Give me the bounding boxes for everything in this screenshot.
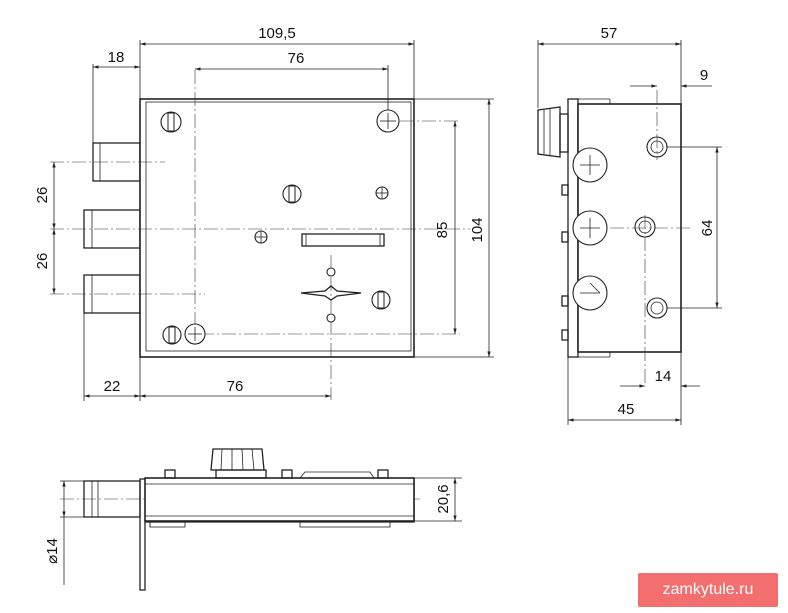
- small-hole-left: [254, 230, 268, 244]
- thumb-knob-side: [537, 106, 561, 158]
- bolt-end-top: [572, 147, 608, 183]
- dim-bolt-pitch-upper: 26: [34, 187, 51, 204]
- dim-front-height-inner: 85: [434, 222, 451, 239]
- mount-hole-top-right: [376, 109, 400, 133]
- side-hole-bottom: [646, 297, 668, 319]
- dim-front-width: 109,5: [258, 25, 296, 42]
- dim-side-offset-bottom: 14: [655, 368, 672, 385]
- dim-bottom-height: 20,6: [435, 484, 452, 513]
- front-view: 109,5 76 18 26 26 85 104 22 76: [34, 25, 494, 401]
- dim-front-height: 104: [469, 217, 486, 242]
- side-view: 57 9 64 14 45: [537, 25, 722, 425]
- small-hole-key-top: [326, 267, 336, 277]
- thumb-knob-bottom: [210, 448, 267, 479]
- dim-side-offset-top: 9: [700, 67, 708, 84]
- bolt-end-middle: [572, 210, 608, 246]
- latch-slot: [301, 233, 385, 247]
- bottom-view: 20,6 ⌀14: [44, 448, 462, 591]
- screw-hole-right: [371, 290, 391, 310]
- dim-bolt-diameter-value: 14: [44, 538, 61, 555]
- dim-bolt-projection: 18: [108, 49, 125, 66]
- keyhole: [300, 285, 362, 301]
- mount-hole-bottom-left: [184, 323, 206, 345]
- bolt-end-bottom: [572, 275, 608, 311]
- lock-case-bottom: [144, 477, 415, 522]
- dim-side-body-depth: 45: [618, 401, 635, 418]
- dim-side-hole-spacing: 64: [699, 220, 716, 237]
- dim-top-hole-spacing: 76: [288, 50, 305, 67]
- screw-hole-top-left: [160, 111, 182, 133]
- diameter-symbol: ⌀: [44, 555, 61, 564]
- dim-bolt-diameter: ⌀14: [44, 538, 61, 564]
- dim-bottom-hole-spacing: 76: [227, 378, 244, 395]
- site-watermark: zamkytule.ru: [638, 573, 778, 607]
- dim-bolt-pitch-lower: 26: [34, 253, 51, 270]
- small-hole-right: [375, 186, 389, 200]
- screw-hole-bottom-left: [162, 325, 182, 345]
- lock-case-front: [139, 98, 415, 358]
- dim-side-depth: 57: [601, 25, 618, 42]
- small-hole-key-bottom: [326, 313, 336, 323]
- screw-hole-center: [282, 184, 302, 204]
- dim-backset: 22: [104, 378, 121, 395]
